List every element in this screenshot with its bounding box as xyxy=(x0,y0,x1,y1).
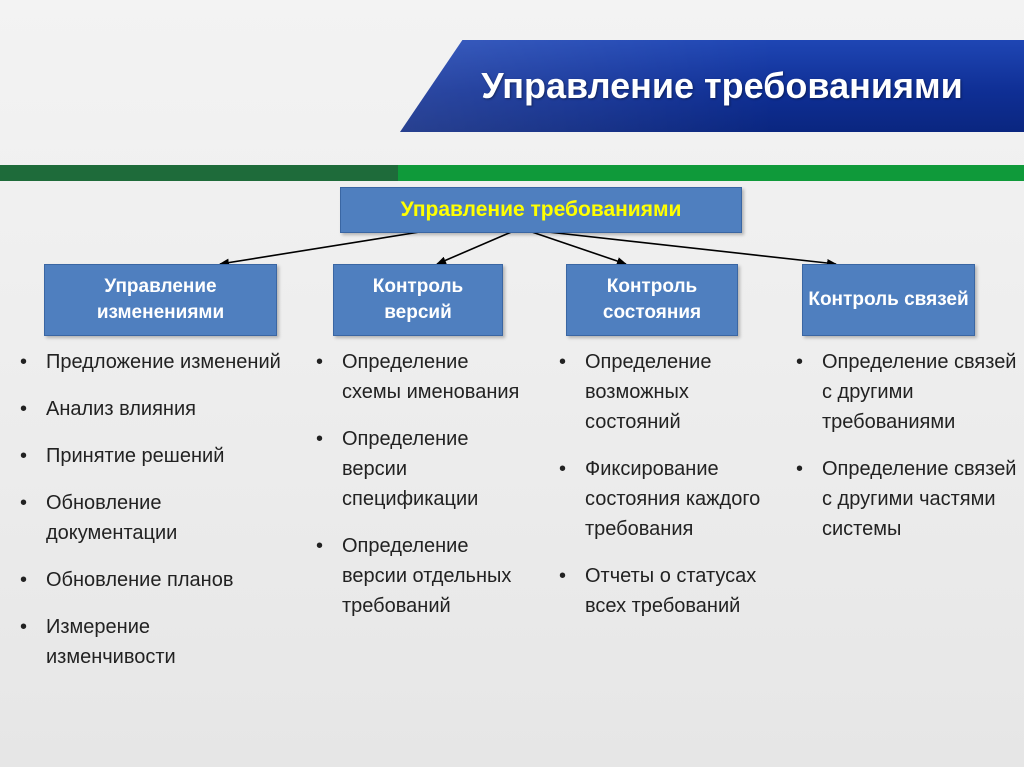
list-item: Предложение изменений xyxy=(14,347,284,377)
list-item: Измерение изменчивости xyxy=(14,612,284,672)
page-title: Управление требованиями xyxy=(481,65,963,106)
change-management-list: Предложение изменений Анализ влияния При… xyxy=(14,347,284,689)
list-item: Обновление планов xyxy=(14,565,284,595)
node-link-control: Контроль связей xyxy=(802,264,975,336)
root-node: Управление требованиями xyxy=(340,187,742,233)
divider-stripe-dark xyxy=(0,165,398,181)
list-item: Принятие решений xyxy=(14,441,284,471)
list-item: Обновление документации xyxy=(14,488,284,548)
version-control-list: Определение схемы именования Определение… xyxy=(310,347,520,638)
list-item: Фиксирование состояния каждого требовани… xyxy=(553,454,763,544)
list-item: Определение версии спецификации xyxy=(310,424,520,514)
node-version-control: Контроль версий xyxy=(333,264,503,336)
arrow-to-state xyxy=(525,229,627,265)
list-item: Определение схемы именования xyxy=(310,347,520,407)
node-change-management: Управление изменениями xyxy=(44,264,277,336)
list-item: Анализ влияния xyxy=(14,394,284,424)
arrow-to-versions xyxy=(436,229,517,265)
state-control-list: Определение возможных состояний Фиксиров… xyxy=(553,347,763,638)
arrow-to-links xyxy=(529,229,837,267)
link-control-list: Определение связей с другими требованиям… xyxy=(790,347,1020,561)
list-item: Определение возможных состояний xyxy=(553,347,763,437)
arrow-to-changes xyxy=(219,229,433,267)
list-item: Определение связей с другими требованиям… xyxy=(790,347,1020,437)
list-item: Определение версии отдельных требований xyxy=(310,531,520,621)
divider-stripe-light xyxy=(398,165,1024,181)
list-item: Определение связей с другими частями сис… xyxy=(790,454,1020,544)
title-banner xyxy=(400,40,1024,132)
list-item: Отчеты о статусах всех требований xyxy=(553,561,763,621)
node-state-control: Контроль состояния xyxy=(566,264,738,336)
